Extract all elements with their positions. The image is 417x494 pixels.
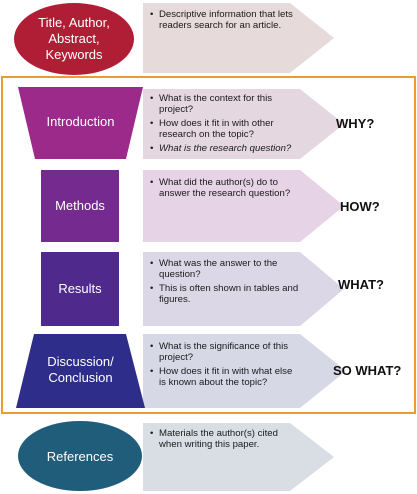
top-bullet: Descriptive information that lets reader… xyxy=(150,9,300,32)
introduction-label: Introduction xyxy=(46,114,115,129)
references-bullet-1: Materials the author(s) cited when writi… xyxy=(150,428,300,451)
introduction-question: WHY? xyxy=(336,116,375,131)
results-bullets: What was the answer to the question? Thi… xyxy=(150,258,300,308)
introduction-bullet-3: What is the research question? xyxy=(150,143,308,155)
references-bullets: Materials the author(s) cited when writi… xyxy=(150,428,300,453)
results-bullet-2: This is often shown in tables and figure… xyxy=(150,283,300,306)
methods-question: HOW? xyxy=(340,199,380,214)
methods-box xyxy=(41,170,119,242)
introduction-trapezoid xyxy=(18,87,143,159)
introduction-bullet-1: What is the context for this project? xyxy=(150,93,308,116)
methods-bullet-1: What did the author(s) do to answer the … xyxy=(150,177,300,200)
methods-label: Methods xyxy=(55,198,105,213)
discussion-trapezoid xyxy=(16,334,145,408)
methods-bullets: What did the author(s) do to answer the … xyxy=(150,177,300,202)
results-label: Results xyxy=(58,281,102,296)
discussion-bullet-1: What is the significance of this project… xyxy=(150,341,300,364)
references-oval xyxy=(18,421,142,491)
introduction-bullet-2: How does it fit in with other research o… xyxy=(150,118,308,141)
results-bullet-1: What was the answer to the question? xyxy=(150,258,300,281)
results-box xyxy=(41,252,119,326)
discussion-bullet-2: How does it fit in with what else is kno… xyxy=(150,366,300,389)
discussion-bullets: What is the significance of this project… xyxy=(150,341,300,391)
results-question: WHAT? xyxy=(338,277,384,292)
discussion-label: Discussion/ Conclusion xyxy=(47,354,114,385)
references-label: References xyxy=(46,449,114,464)
discussion-question: SO WHAT? xyxy=(333,363,402,378)
top-bullets: Descriptive information that lets reader… xyxy=(150,9,300,34)
title-oval-label: Title, Author, Abstract, Keywords xyxy=(38,15,110,62)
imrd-frame xyxy=(1,76,416,414)
title-oval xyxy=(14,3,134,75)
introduction-bullets: What is the context for this project? Ho… xyxy=(150,93,308,156)
